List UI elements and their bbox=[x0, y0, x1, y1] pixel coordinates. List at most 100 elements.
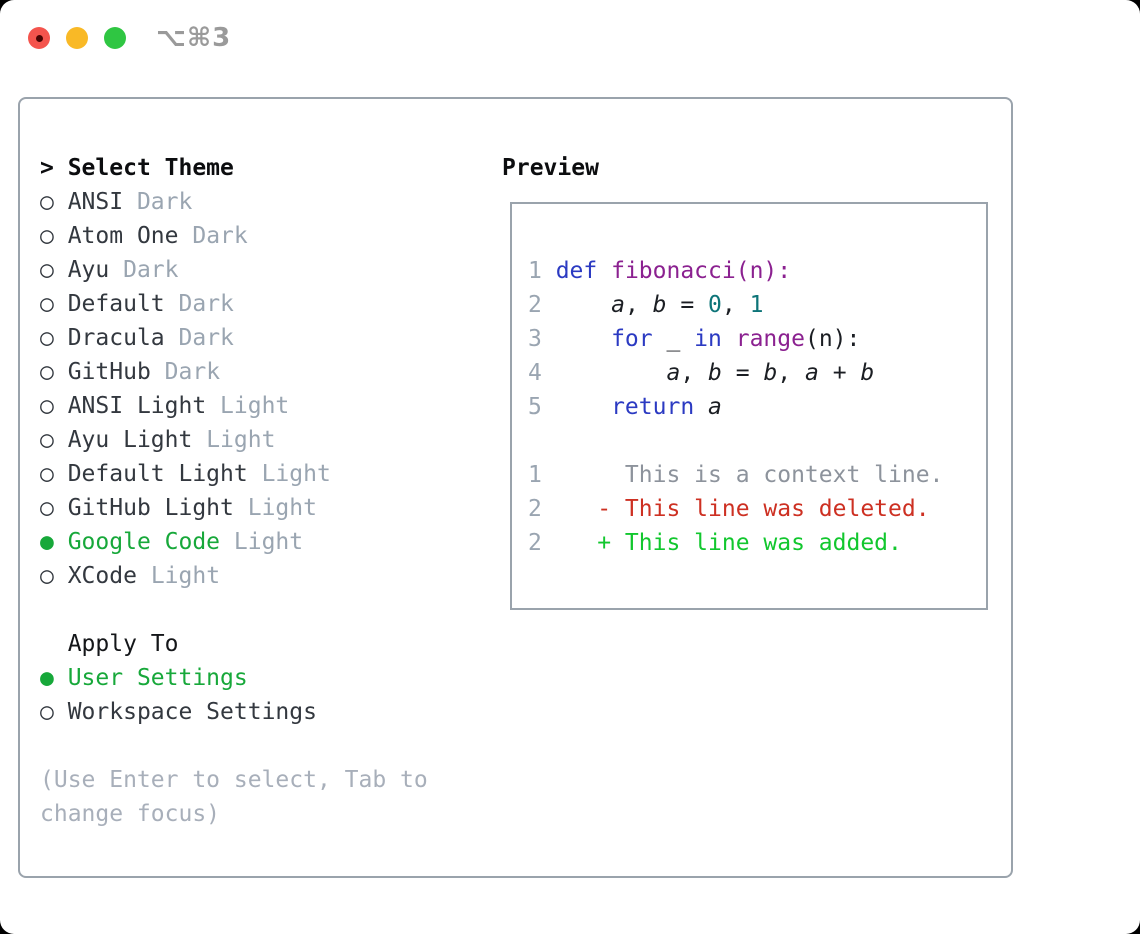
theme-option-label: ANSI Light bbox=[67, 393, 207, 419]
token-kw: in bbox=[694, 326, 722, 352]
token-pl: + bbox=[818, 360, 861, 386]
radio-unselected-icon: ○ bbox=[40, 699, 54, 725]
diff-preview: 1 This is a context line. 2 - This line w… bbox=[528, 458, 986, 560]
theme-option-label: Ayu bbox=[67, 257, 110, 283]
radio-unselected-icon: ○ bbox=[40, 359, 54, 385]
theme-option-tag: Light bbox=[247, 495, 317, 521]
theme-option-label: Default bbox=[67, 291, 165, 317]
theme-option-label: Default Light bbox=[67, 461, 248, 487]
line-number: 2 bbox=[528, 530, 542, 556]
token-fn: fibonacci(n): bbox=[611, 258, 792, 284]
focus-caret-icon: > bbox=[40, 155, 54, 181]
apply-option-label: User Settings bbox=[67, 665, 248, 691]
theme-option-xcode-light[interactable]: ○ XCode Light bbox=[40, 559, 428, 593]
minimize-button[interactable] bbox=[66, 27, 88, 49]
theme-option-label: GitHub Light bbox=[67, 495, 234, 521]
theme-option-tag: Light bbox=[261, 461, 331, 487]
theme-option-ansi-light-light[interactable]: ○ ANSI Light Light bbox=[40, 389, 428, 423]
token-var: a bbox=[611, 292, 625, 318]
theme-option-tag: Light bbox=[206, 427, 276, 453]
apply-to-header: Apply To bbox=[40, 627, 428, 661]
theme-option-tag: Dark bbox=[178, 325, 234, 351]
help-text-line: (Use Enter to select, Tab to bbox=[40, 767, 428, 793]
radio-unselected-icon: ○ bbox=[40, 325, 54, 351]
theme-option-tag: Dark bbox=[192, 223, 248, 249]
diff-line: 2 + This line was added. bbox=[528, 526, 986, 560]
theme-selector-column: > Select Theme ○ ANSI Dark○ Atom One Dar… bbox=[40, 151, 428, 831]
theme-option-google-code-light[interactable]: ● Google Code Light bbox=[40, 525, 428, 559]
token-pl bbox=[556, 360, 667, 386]
token-var: b bbox=[763, 360, 778, 386]
preview-spacer bbox=[528, 424, 986, 458]
main-panel: > Select Theme ○ ANSI Dark○ Atom One Dar… bbox=[18, 97, 1013, 878]
theme-option-atom-one-dark[interactable]: ○ Atom One Dark bbox=[40, 219, 428, 253]
radio-unselected-icon: ○ bbox=[40, 563, 54, 589]
line-number: 2 bbox=[528, 496, 542, 522]
titlebar: ⌥⌘3 bbox=[28, 23, 231, 53]
token-kw: for bbox=[611, 326, 653, 352]
theme-option-tag: Dark bbox=[178, 291, 234, 317]
code-line: 4 a, b = b, a + b bbox=[528, 356, 986, 390]
line-number: 2 bbox=[528, 292, 542, 318]
token-var: a bbox=[708, 394, 722, 420]
select-theme-header-label: Select Theme bbox=[67, 155, 234, 181]
token-pl bbox=[556, 292, 611, 318]
token-pl bbox=[556, 530, 598, 556]
theme-option-github-light-light[interactable]: ○ GitHub Light Light bbox=[40, 491, 428, 525]
token-ctx: This is a context line. bbox=[555, 462, 944, 488]
token-kw: return bbox=[611, 394, 695, 420]
apply-to-header-label: Apply To bbox=[67, 631, 179, 657]
theme-option-label: GitHub bbox=[67, 359, 151, 385]
theme-option-github-dark[interactable]: ○ GitHub Dark bbox=[40, 355, 428, 389]
theme-option-default-dark[interactable]: ○ Default Dark bbox=[40, 287, 428, 321]
token-pl: , bbox=[680, 360, 709, 386]
theme-list: ○ ANSI Dark○ Atom One Dark○ Ayu Dark○ De… bbox=[40, 185, 428, 593]
apply-option-workspace-settings[interactable]: ○ Workspace Settings bbox=[40, 695, 428, 729]
radio-unselected-icon: ○ bbox=[40, 223, 54, 249]
code-line: 3 for _ in range(n): bbox=[528, 322, 986, 356]
radio-unselected-icon: ○ bbox=[40, 495, 54, 521]
token-pl bbox=[597, 258, 611, 284]
zoom-button[interactable] bbox=[104, 27, 126, 49]
theme-option-tag: Light bbox=[233, 529, 304, 555]
apply-option-user-settings[interactable]: ● User Settings bbox=[40, 661, 428, 695]
radio-selected-icon: ● bbox=[40, 529, 54, 555]
line-number: 1 bbox=[528, 258, 542, 284]
theme-option-ayu-dark[interactable]: ○ Ayu Dark bbox=[40, 253, 428, 287]
radio-unselected-icon: ○ bbox=[40, 427, 54, 453]
token-var: a bbox=[666, 360, 681, 386]
token-pl bbox=[694, 394, 708, 420]
line-number: 1 bbox=[528, 462, 542, 488]
theme-option-default-light-light[interactable]: ○ Default Light Light bbox=[40, 457, 428, 491]
theme-option-ayu-light-light[interactable]: ○ Ayu Light Light bbox=[40, 423, 428, 457]
radio-unselected-icon: ○ bbox=[40, 291, 54, 317]
token-var: b bbox=[708, 360, 722, 386]
radio-unselected-icon: ○ bbox=[40, 257, 54, 283]
theme-option-label: Google Code bbox=[67, 529, 221, 555]
token-pl: , bbox=[777, 360, 805, 386]
token-pl: = bbox=[666, 292, 709, 318]
theme-option-label: Ayu Light bbox=[67, 427, 193, 453]
theme-option-tag: Dark bbox=[123, 257, 179, 283]
token-pl: , bbox=[624, 292, 653, 318]
token-pl bbox=[722, 326, 736, 352]
radio-unselected-icon: ○ bbox=[40, 461, 54, 487]
token-pl: _ bbox=[652, 326, 695, 352]
preview-header: Preview bbox=[502, 155, 599, 181]
token-pl: (n): bbox=[804, 326, 861, 352]
radio-unselected-icon: ○ bbox=[40, 189, 54, 215]
theme-option-dracula-dark[interactable]: ○ Dracula Dark bbox=[40, 321, 428, 355]
token-del: - This line was deleted. bbox=[597, 496, 930, 522]
theme-option-label: Atom One bbox=[67, 223, 179, 249]
theme-option-ansi-dark[interactable]: ○ ANSI Dark bbox=[40, 185, 428, 219]
close-button[interactable] bbox=[28, 27, 50, 49]
token-pl bbox=[556, 326, 611, 352]
token-var: b bbox=[652, 292, 667, 318]
token-add: + This line was added. bbox=[597, 530, 902, 556]
radio-selected-icon: ● bbox=[40, 665, 54, 691]
theme-option-label: XCode bbox=[67, 563, 137, 589]
